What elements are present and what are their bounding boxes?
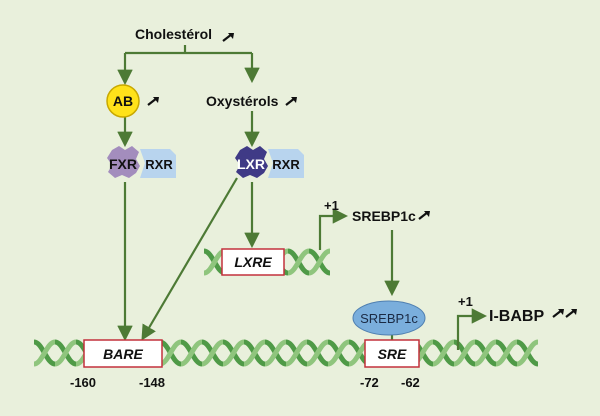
fxr-rxr-heterodimer: FXR RXR <box>107 146 176 178</box>
arrow-lxr-to-bare <box>141 177 238 341</box>
dna-segment <box>54 339 77 367</box>
rxr-shape <box>268 149 304 178</box>
dna-segment <box>327 339 350 367</box>
lxr-rxr-heterodimer: LXR RXR <box>235 146 304 178</box>
bile-acid-circle <box>106 84 140 118</box>
dna-segment <box>495 339 518 367</box>
dna-segment <box>516 339 539 367</box>
lxr-shape <box>235 146 268 178</box>
dna-segment <box>306 339 329 367</box>
sre-box <box>364 339 420 368</box>
dna-segment <box>243 339 266 367</box>
position-minus72: -72 <box>360 375 379 390</box>
dna-segment <box>33 339 56 367</box>
position-minus148: -148 <box>139 375 165 390</box>
position-minus62: -62 <box>401 375 420 390</box>
srebp1c-protein-label: SREBP1c <box>360 311 418 326</box>
rxr-shape <box>140 149 176 178</box>
position-minus160: -160 <box>70 375 96 390</box>
fxr-shape <box>107 146 140 178</box>
increase-icon <box>147 97 159 106</box>
strong-increase-icon <box>552 309 577 318</box>
dna-segment <box>201 339 224 367</box>
cholesterol-label: Cholestérol <box>135 26 212 42</box>
pathway-arrows <box>117 45 488 350</box>
dna-segment <box>453 339 476 367</box>
dna-segment <box>180 339 203 367</box>
ibabp-tss-label: +1 <box>458 294 473 309</box>
srebp1c-gene-label: SREBP1c <box>352 208 416 224</box>
dna-segment <box>308 248 331 276</box>
dna-segment <box>432 339 455 367</box>
bare-box <box>83 339 163 368</box>
dna-segment <box>474 339 497 367</box>
increase-icon <box>222 33 234 42</box>
dna-segment <box>287 248 310 276</box>
ab-label: AB <box>113 93 133 109</box>
dna-segment <box>264 339 287 367</box>
sre-label: SRE <box>378 346 407 362</box>
increase-icon <box>285 97 297 106</box>
dna-segment <box>285 339 308 367</box>
rxr-label-left: RXR <box>145 157 173 172</box>
srebp1c-protein-ellipse <box>352 300 426 336</box>
rxr-label-right: RXR <box>272 157 300 172</box>
lxr-label: LXR <box>237 156 265 172</box>
fxr-label: FXR <box>109 156 137 172</box>
arrow-srebp1c-transcription <box>318 208 349 250</box>
oxysterols-label: Oxystérols <box>206 93 279 109</box>
increase-icon <box>418 211 430 220</box>
arrow-ibabp-transcription <box>456 308 488 350</box>
ibabp-gene-label: I-BABP <box>489 308 544 325</box>
lxre-box <box>221 248 285 276</box>
bare-label: BARE <box>103 346 143 362</box>
lxre-label: LXRE <box>234 254 272 270</box>
srebp1c-tss-label: +1 <box>324 198 339 213</box>
dna-segment <box>222 339 245 367</box>
